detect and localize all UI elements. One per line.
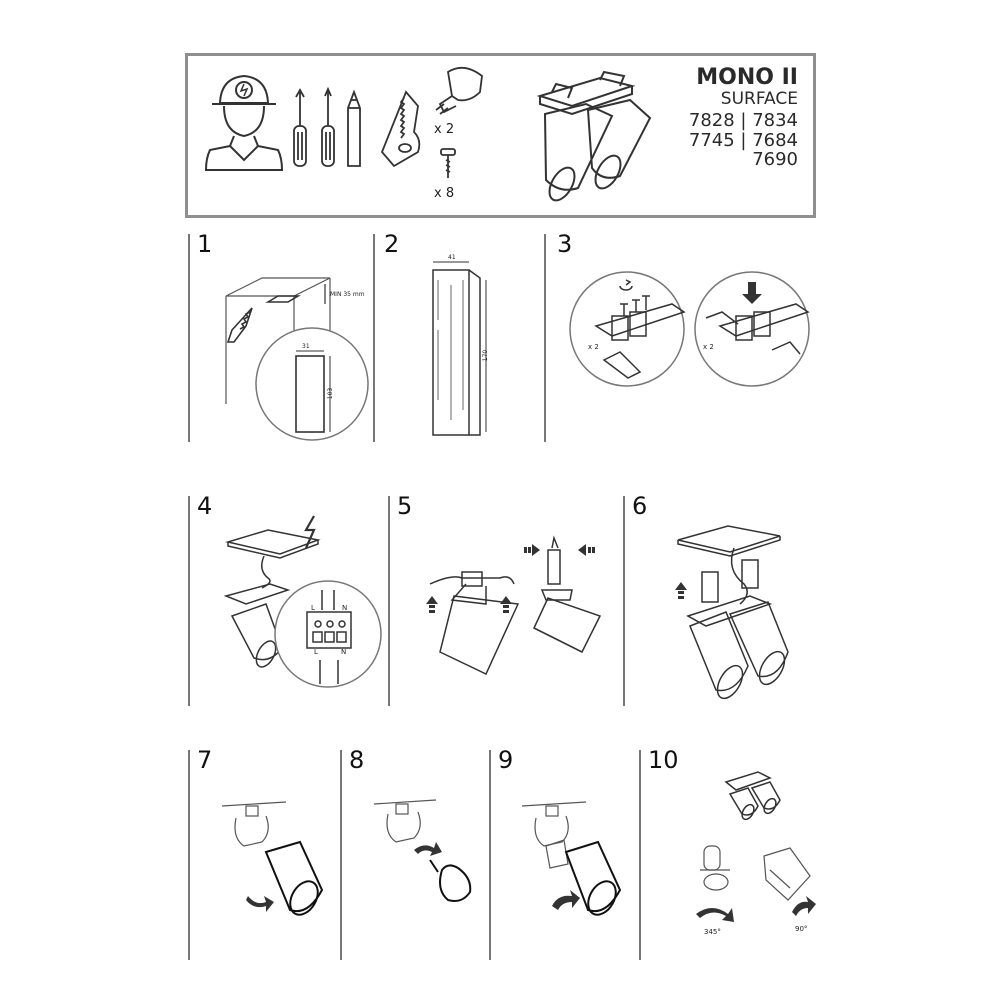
step-10-tilt-label: 90° xyxy=(795,925,808,933)
screw-quantity: x 8 xyxy=(434,186,455,201)
step-4-terminal-label-n-bottom: N xyxy=(341,648,347,656)
step-4-terminal-label-n-top: N xyxy=(342,604,348,612)
step-number-5: 5 xyxy=(397,492,413,520)
step-2-width-label: 41 xyxy=(448,254,456,261)
product-code-line-2: 7745 | 7684 xyxy=(688,129,798,151)
product-name: MONO II xyxy=(696,65,798,90)
product-code-line-1: 7828 | 7834 xyxy=(688,110,798,132)
step-4-terminal-label-l-bottom: L xyxy=(314,648,318,656)
step-number-3: 3 xyxy=(557,230,573,258)
step-number-10: 10 xyxy=(648,746,679,774)
step-number-7: 7 xyxy=(197,746,213,774)
step-4-terminal-label-l-top: L xyxy=(311,604,315,612)
step-10-rotate-label: 345° xyxy=(704,928,721,936)
product-type: SURFACE xyxy=(720,88,798,109)
step-3-qty-right: x 2 xyxy=(703,343,714,351)
step-number-1: 1 xyxy=(197,230,213,258)
product-title-block: MONO II SURFACE 7828 | 7834 7745 | 7684 … xyxy=(668,65,798,170)
bulb-quantity: x 2 xyxy=(434,122,455,137)
step-1-width-label: 31 xyxy=(302,343,310,350)
step-number-2: 2 xyxy=(384,230,400,258)
header-frame xyxy=(185,53,816,218)
product-code-line-3: 7690 xyxy=(752,148,798,170)
step-1-min-depth-label: MIN 35 mm xyxy=(330,291,365,298)
step-3-qty-left: x 2 xyxy=(588,343,599,351)
step-number-8: 8 xyxy=(349,746,365,774)
step-number-6: 6 xyxy=(632,492,648,520)
step-number-9: 9 xyxy=(498,746,514,774)
step-number-4: 4 xyxy=(197,492,213,520)
